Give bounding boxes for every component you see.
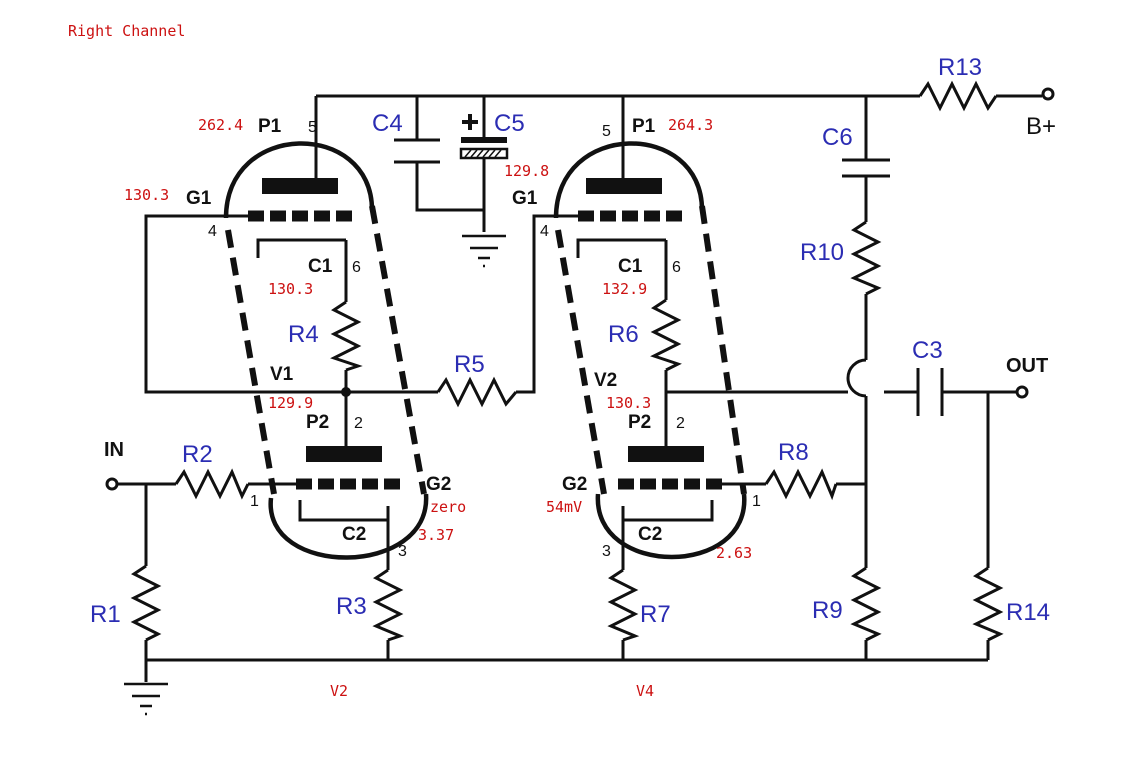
voltage-left-c2: 3.37 <box>418 526 454 544</box>
v1-p2-label: P2 <box>306 412 329 433</box>
capacitor-c5 <box>459 114 509 160</box>
v1-p2-pin: 2 <box>354 415 363 432</box>
voltage-right-c2: 2.63 <box>716 544 752 562</box>
caption-right-tube: V4 <box>636 682 654 700</box>
tube-v2 <box>553 141 766 560</box>
label-r10: R10 <box>800 239 844 266</box>
v1-g2-pin: 1 <box>250 493 259 510</box>
resistor-r3 <box>372 568 405 642</box>
tube-v1 <box>223 141 429 560</box>
voltage-left-g1: 130.3 <box>124 186 169 204</box>
v2-p1-pin: 5 <box>602 123 611 140</box>
v2-name-label: V2 <box>594 370 617 391</box>
resistor-r8 <box>764 468 838 501</box>
label-r1: R1 <box>90 601 121 628</box>
capacitor-c3 <box>916 368 944 416</box>
page-title: Right Channel <box>68 22 185 40</box>
label-out: OUT <box>1006 355 1048 377</box>
label-r5: R5 <box>454 351 485 378</box>
label-r2: R2 <box>182 441 213 468</box>
v1-g1-label: G1 <box>186 188 212 209</box>
v2-p1-label: P1 <box>632 116 656 137</box>
label-r8: R8 <box>778 439 809 466</box>
label-in: IN <box>104 439 124 461</box>
ground-symbol-c <box>462 234 506 268</box>
v1-c1-label: C1 <box>308 256 333 277</box>
voltage-left-p1: 262.4 <box>198 116 243 134</box>
v1-c2-pin: 3 <box>398 543 407 560</box>
label-r13: R13 <box>938 54 982 81</box>
voltage-right-p2: 130.3 <box>606 394 651 412</box>
v2-p2-pin: 2 <box>676 415 685 432</box>
label-r14: R14 <box>1006 599 1050 626</box>
voltage-left-g2: zero <box>430 498 466 516</box>
voltage-right-c1: 132.9 <box>602 280 647 298</box>
resistor-r6 <box>650 298 682 372</box>
v2-c2-pin: 3 <box>602 543 611 560</box>
voltage-left-c1: 130.3 <box>268 280 313 298</box>
ground-symbol-main <box>124 682 168 716</box>
v2-c2-label: C2 <box>638 524 662 545</box>
resistor-r5 <box>436 376 518 408</box>
resistor-r10 <box>850 220 882 296</box>
resistor-r9 <box>850 566 882 642</box>
label-r9: R9 <box>812 597 843 624</box>
v1-p1-pin: 5 <box>308 119 317 136</box>
voltage-right-g1: 129.8 <box>504 162 549 180</box>
resistor-r4 <box>330 300 363 372</box>
v1-c2-label: C2 <box>342 524 366 545</box>
in-terminal <box>105 477 119 491</box>
label-c5: C5 <box>494 110 525 137</box>
label-r4: R4 <box>288 321 319 348</box>
label-r7: R7 <box>640 601 671 628</box>
v2-g2-pin: 1 <box>752 493 761 510</box>
bplus-terminal <box>1041 87 1055 101</box>
v2-g1-label: G1 <box>512 188 538 209</box>
v2-g2-label: G2 <box>562 474 587 495</box>
v2-p2-label: P2 <box>628 412 651 433</box>
v1-name-label: V1 <box>270 364 294 385</box>
capacitor-c4 <box>394 138 440 164</box>
capacitor-c6 <box>842 158 890 178</box>
v1-p1-label: P1 <box>258 116 282 137</box>
voltage-right-g2: 54mV <box>546 498 582 516</box>
resistor-r1 <box>130 564 162 642</box>
label-c6: C6 <box>822 124 853 151</box>
caption-left-tube: V2 <box>330 682 348 700</box>
v2-c1-pin: 6 <box>672 259 681 276</box>
v2-c1-label: C1 <box>618 256 643 277</box>
resistor-r2 <box>174 468 250 500</box>
label-r3: R3 <box>336 593 367 620</box>
v1-g2-label: G2 <box>426 474 451 495</box>
wires <box>116 94 1042 682</box>
v1-c1-pin: 6 <box>352 259 361 276</box>
label-c3: C3 <box>912 337 943 364</box>
out-terminal <box>1015 385 1029 399</box>
label-r6: R6 <box>608 321 639 348</box>
label-c4: C4 <box>372 110 403 137</box>
v1-g1-pin: 4 <box>208 223 217 240</box>
voltage-right-p1: 264.3 <box>668 116 713 134</box>
junction-dot <box>341 387 351 397</box>
label-bplus: B+ <box>1026 113 1056 140</box>
voltage-left-p2: 129.9 <box>268 394 313 412</box>
resistor-r13 <box>918 80 998 112</box>
resistor-r7 <box>607 568 640 642</box>
resistor-r14 <box>972 566 1004 642</box>
v2-g1-pin: 4 <box>540 223 549 240</box>
